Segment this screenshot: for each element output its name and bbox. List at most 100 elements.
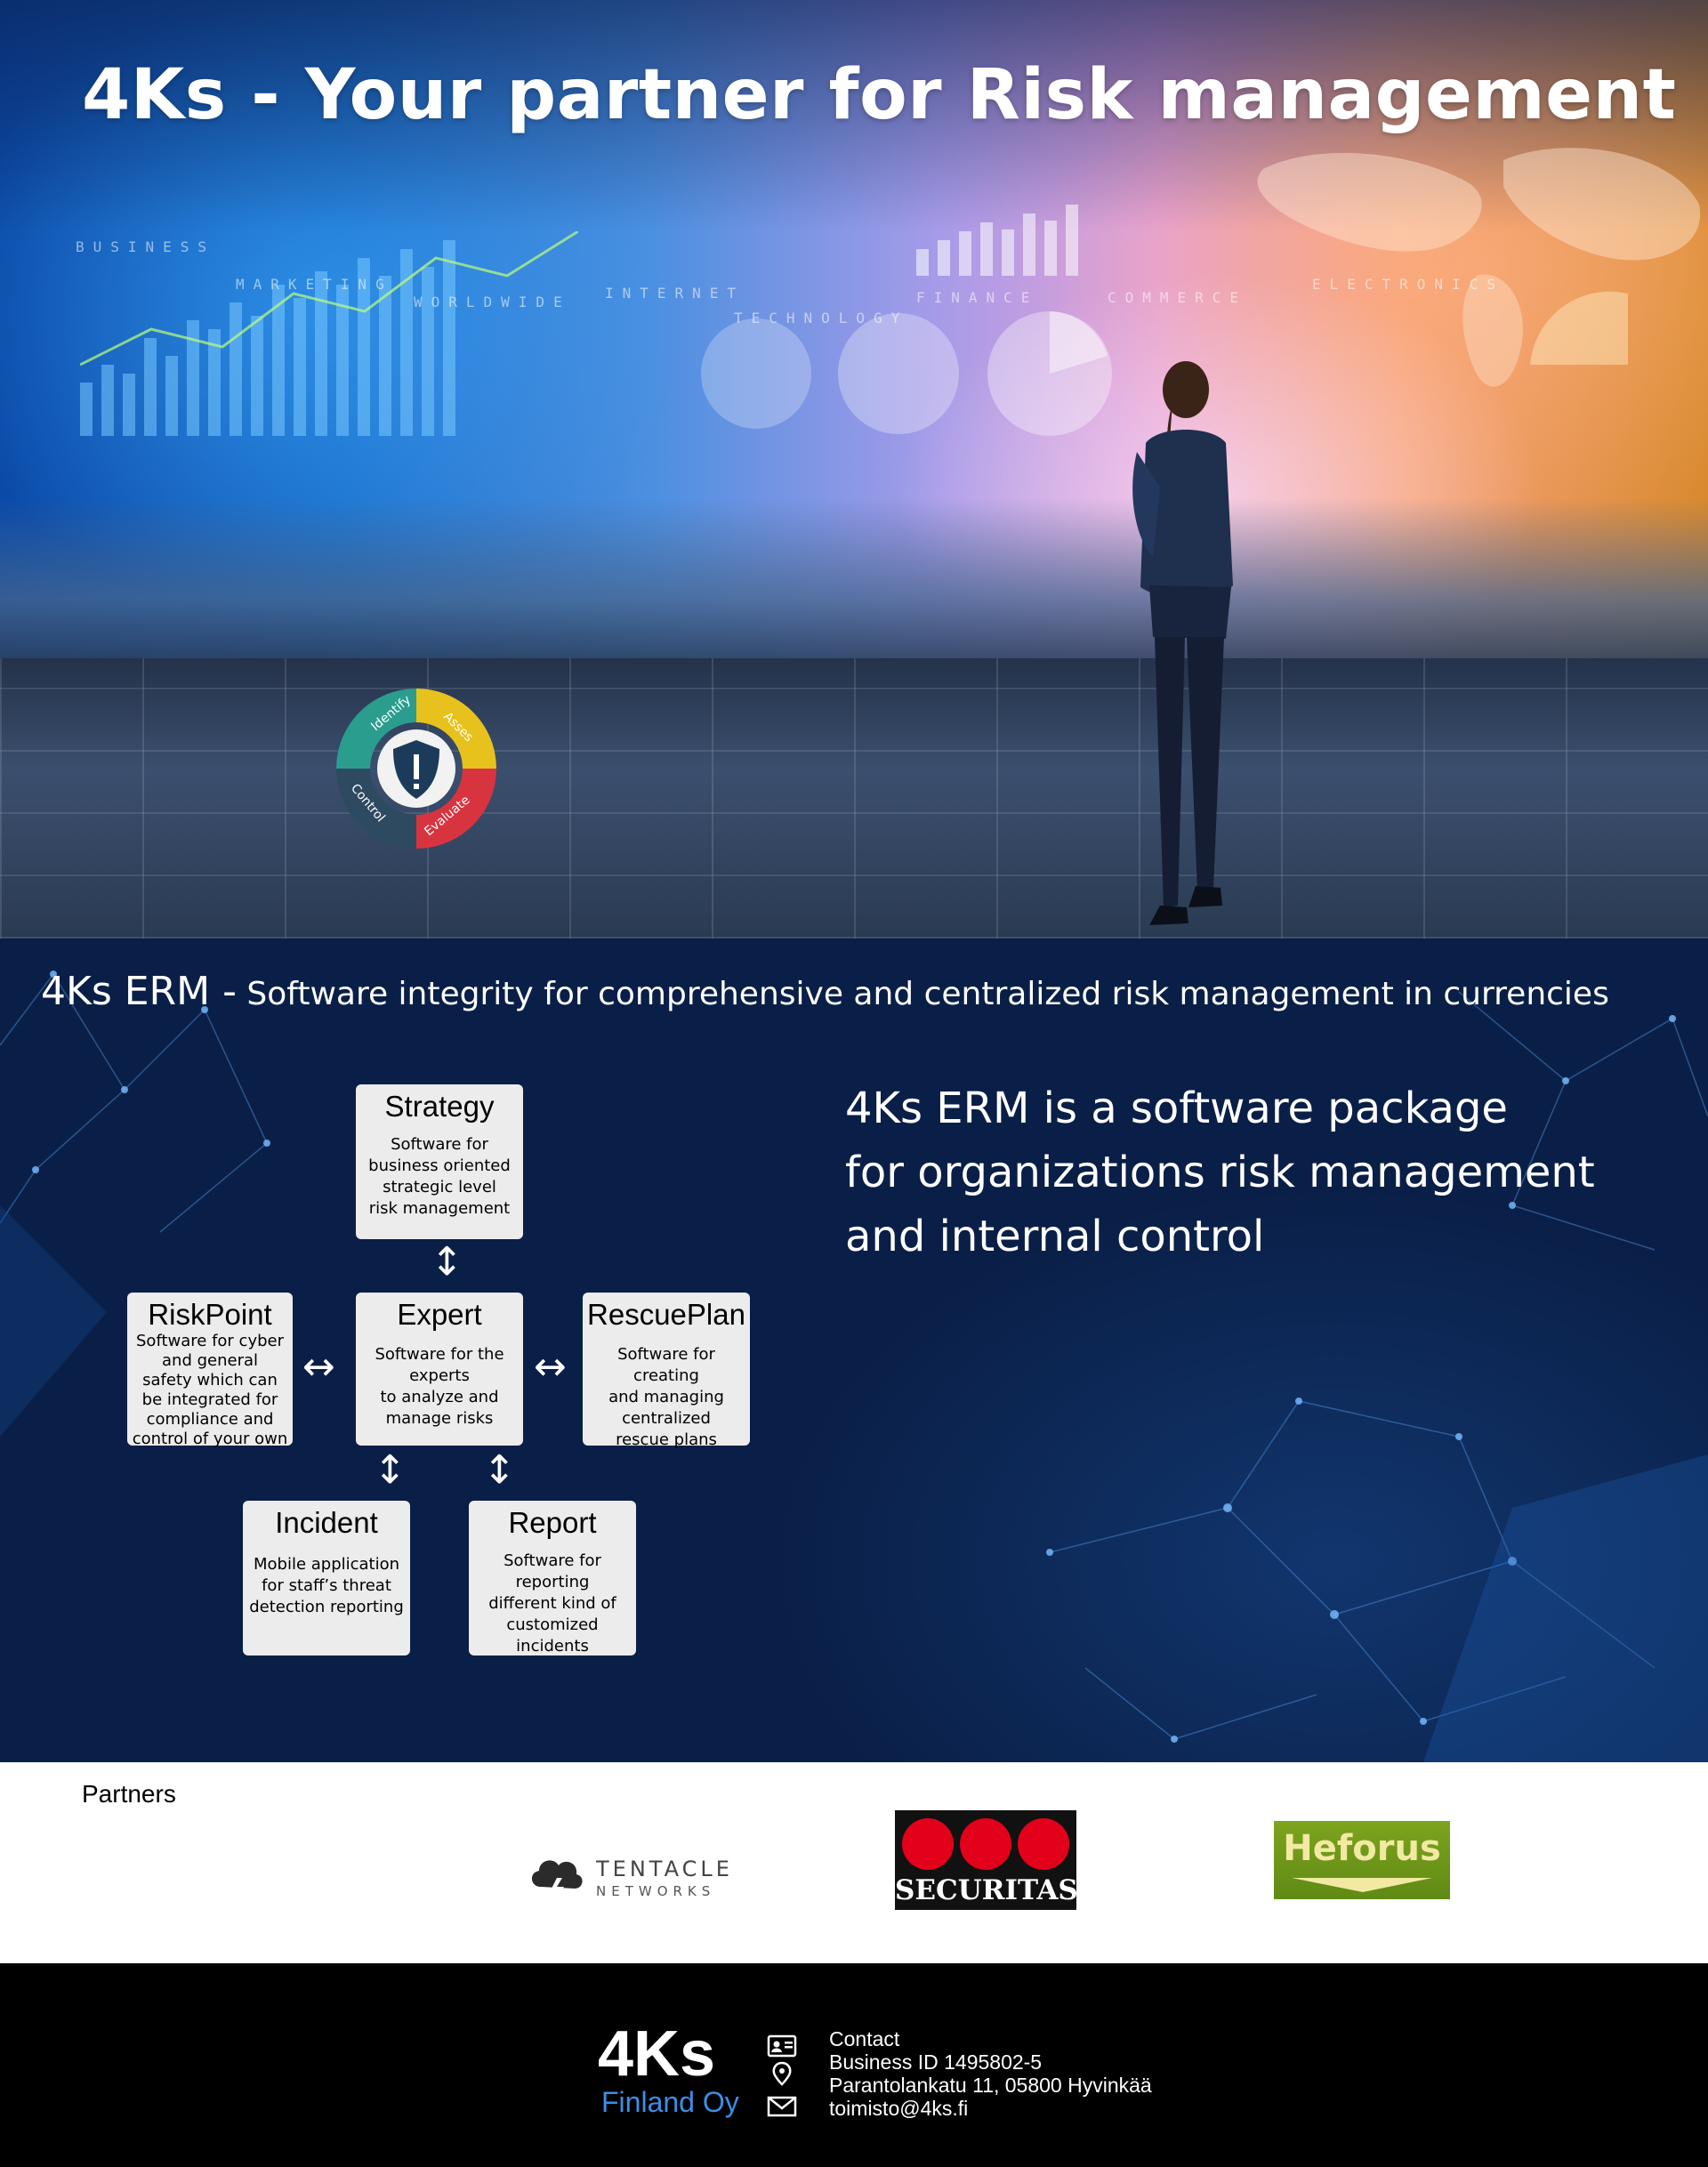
securitas-name: SECURITAS (895, 1874, 1078, 1906)
company-logo: 4Ks (598, 2018, 716, 2090)
securitas-dot (960, 1818, 1011, 1870)
hero-banner: BUSINESS MARKETING WORLDWIDE INTERNET TE… (0, 0, 1708, 938)
erm-section: 4Ks ERM - Software integrity for compreh… (0, 938, 1708, 1762)
module-line: risk management (368, 1199, 511, 1218)
module-description: Software for the experts to analyze and … (356, 1344, 523, 1430)
hero-bar-chart-graphic (80, 231, 578, 436)
module-line: and general (162, 1351, 258, 1370)
footer: 4Ks Finland Oy Contact Business ID 14958… (0, 1963, 1708, 2167)
hero-deco-label: TECHNOLOGY (734, 310, 909, 326)
erm-title-product: 4Ks ERM - (41, 969, 237, 1014)
risk-cycle-graphic: Identify Asses Evaluate Control (336, 689, 496, 849)
module-line: Software for cyber (136, 1332, 284, 1350)
email-link[interactable]: toimisto@4ks.fi (829, 2097, 969, 2120)
module-incident-box: Incident Mobile application for staff’s … (243, 1501, 410, 1655)
module-description: Software for reporting different kind of… (469, 1551, 636, 1657)
module-expert-box: Expert Software for the experts to analy… (356, 1293, 523, 1446)
module-description: Software for creating and managing centr… (583, 1344, 750, 1451)
module-line: strategic level (383, 1178, 496, 1196)
address: Parantolankatu 11, 05800 Hyvinkää (829, 2074, 1152, 2097)
module-line: reporting (515, 1573, 590, 1591)
module-title: Strategy (384, 1090, 495, 1123)
hero-deco-label: WORLDWIDE (414, 294, 571, 310)
hero-floor (0, 658, 1708, 938)
module-description: Software for cyber and general safety wh… (127, 1332, 293, 1449)
module-line: compliance and (146, 1410, 274, 1429)
hero-title: 4Ks - Your partner for Risk management (82, 55, 1677, 135)
cloud-lightning-icon (531, 1860, 583, 1905)
vertical-arrow-icon: ↕ (374, 1447, 407, 1493)
module-line: different kind of (488, 1594, 616, 1613)
hero-deco-label: ELECTRONICS (1312, 276, 1504, 293)
module-line: customized incidents (506, 1615, 599, 1655)
module-line: safety which can (142, 1371, 278, 1390)
hero-small-bars-graphic (916, 205, 1078, 276)
company-logo-subtitle: Finland Oy (601, 2086, 739, 2118)
vertical-arrow-icon: ↕ (483, 1447, 516, 1493)
module-line: experts (409, 1366, 470, 1385)
heforus-swoosh (1292, 1878, 1432, 1892)
module-line: Mobile application (253, 1555, 400, 1574)
tentacle-sub: NETWORKS (596, 1883, 716, 1899)
module-description: Mobile application for staff’s threat de… (243, 1554, 410, 1618)
module-title: Report (508, 1506, 597, 1539)
heforus-logo[interactable]: Heforus (1274, 1821, 1450, 1899)
hero-pie-charts-graphic (701, 311, 1112, 436)
vertical-arrow-icon: ↕ (431, 1239, 463, 1285)
hero-floor-grid (0, 658, 1708, 938)
hero-deco-label: FINANCE (916, 289, 1039, 306)
module-strategy-box: Strategy Software for business oriented … (356, 1084, 523, 1239)
erm-description: 4Ks ERM is a software package for organi… (845, 1076, 1646, 1269)
partners-title: Partners (82, 1780, 176, 1808)
securitas-dot (902, 1818, 954, 1870)
module-line: business oriented (368, 1156, 511, 1175)
erm-title: 4Ks ERM - Software integrity for compreh… (41, 969, 1609, 1014)
module-line: manage risks (385, 1409, 494, 1428)
module-line: be integrated for (141, 1390, 278, 1409)
contact-card-icon (767, 2034, 797, 2058)
module-line: centralized (622, 1409, 711, 1428)
module-rescueplan-box: RescuePlan Software for creating and man… (583, 1293, 750, 1449)
erm-description-line: and internal control (845, 1212, 1265, 1261)
module-report-box: Report Software for reporting different … (469, 1501, 636, 1655)
heforus-name: Heforus (1283, 1828, 1441, 1869)
module-line: for staff’s threat (262, 1576, 391, 1595)
horizontal-arrow-icon: ↔ (534, 1344, 567, 1390)
email-icon (767, 2096, 797, 2117)
partners-section: Partners TENTACLE NETWORKS SECURITAS Hef… (0, 1762, 1708, 1963)
businesswoman-illustration (1132, 361, 1233, 925)
tentacle-networks-logo[interactable]: TENTACLE NETWORKS (525, 1842, 738, 1905)
module-title: RiskPoint (148, 1298, 272, 1331)
module-line: Software for (391, 1135, 488, 1154)
module-line: Software for the (375, 1345, 504, 1364)
securitas-dot (1018, 1818, 1069, 1870)
module-description: Software for business oriented strategic… (356, 1134, 523, 1220)
hero-deco-label: INTERNET (605, 285, 745, 302)
hero-city-skyline (0, 498, 1708, 667)
module-riskpoint-box: RiskPoint Software for cyber and general… (127, 1293, 293, 1449)
hero-top-shade (0, 0, 1708, 231)
tentacle-name: TENTACLE (596, 1857, 733, 1881)
module-line: detection reporting (249, 1598, 404, 1616)
horizontal-arrow-icon: ↔ (302, 1344, 335, 1390)
module-line: control of your own (132, 1430, 288, 1448)
network-background-graphic (0, 971, 1708, 1762)
erm-description-line: for organizations risk management (845, 1148, 1595, 1197)
module-title: RescuePlan (587, 1298, 745, 1331)
module-line: and managing (608, 1388, 724, 1406)
erm-title-tagline: Software integrity for comprehensive and… (236, 976, 1609, 1012)
erm-description-line: 4Ks ERM is a software package (845, 1084, 1508, 1133)
module-line: Software for creating (617, 1345, 715, 1385)
hero-deco-label: MARKETING (236, 276, 393, 293)
securitas-logo[interactable]: SECURITAS (895, 1810, 1078, 1910)
module-line: Software for (504, 1551, 601, 1570)
module-title: Expert (397, 1298, 482, 1331)
hero-world-map-graphic (1257, 148, 1701, 387)
business-id: Business ID 1495802-5 (829, 2050, 1043, 2074)
hero-deco-label: COMMERCE (1108, 289, 1248, 306)
location-pin-icon (772, 2061, 792, 2086)
contact-label: Contact (829, 2027, 900, 2050)
module-line: rescue plans (616, 1430, 717, 1449)
module-title: Incident (275, 1506, 378, 1539)
module-line: to analyze and (380, 1388, 499, 1406)
